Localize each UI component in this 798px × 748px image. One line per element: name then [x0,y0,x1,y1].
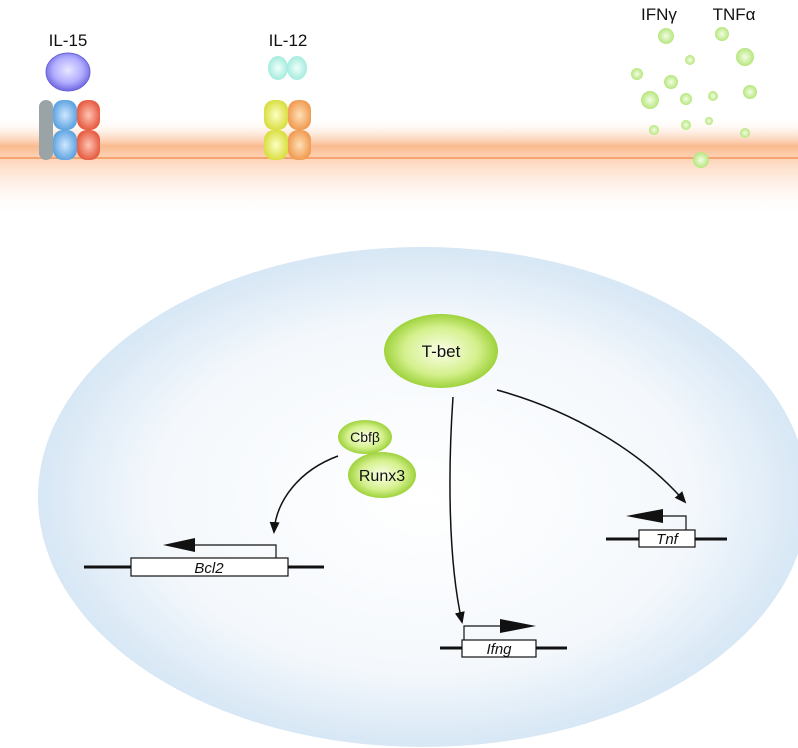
nucleus [38,247,798,747]
tbet-protein [384,314,498,388]
cytokine-dot [693,152,709,168]
cytokine-dot [685,55,695,65]
arrow-icon [496,389,687,504]
tnfa-cytokine-label: TNFα [713,5,756,24]
il12-receptor-yellow-bottom [264,130,288,160]
il12-ligand-left [268,56,288,80]
tbet-label: T-bet [422,342,461,361]
gene-box [130,557,289,577]
cytokine-dot [680,93,692,105]
cell-membrane [0,118,798,218]
gene-label: Ifng [486,641,512,658]
il15-receptor-red-top [77,100,100,130]
il15-receptor-grey-chain [39,100,53,160]
cytokine-dot [708,91,718,101]
cytokine-dot [740,128,750,138]
cytokine-particles [631,27,757,168]
cbfb-label: Cbfβ [350,429,380,445]
il15-ligand [45,52,91,92]
cytokine-dot [631,68,643,80]
il12-label: IL-12 [269,31,308,50]
arrow-icon [269,455,339,534]
ifng-cytokine-label: IFNγ [641,5,677,24]
promoter-arrow-icon [463,625,500,640]
runx3-label: Runx3 [359,468,405,485]
cytokine-dot [743,85,757,99]
gene-tnf: Tnf [606,509,727,548]
il15-label: IL-15 [49,31,88,50]
il12-receptor-complex [264,56,311,160]
gene-label: Tnf [656,531,680,548]
il12-receptor-orange-top [288,100,311,130]
gene-box [638,529,696,548]
cytokine-dot [715,27,729,41]
il15-receptor-blue-bottom [53,130,77,160]
cbfb-protein [338,420,392,454]
cytokine-dot [681,120,691,130]
promoter-arrow-icon [663,515,687,530]
arrow-icon [449,396,465,624]
cytokine-dot [641,91,659,109]
cytokine-dot [705,117,713,125]
promoter-arrow-icon [195,544,277,558]
runx3-protein [348,452,416,498]
gene-label: Bcl2 [194,560,224,577]
gene-bcl2: Bcl2 [84,538,324,577]
promoter-arrow-icon [163,538,195,552]
cytokine-dot [736,48,754,66]
il12-receptor-orange-bottom [288,130,311,160]
gene-box [461,639,537,658]
promoter-arrow-icon [626,509,663,523]
cytokine-dot [664,75,678,89]
gene-ifng: Ifng [440,619,567,658]
cytokine-dot [658,28,674,44]
il15-receptor-red-bottom [77,130,100,160]
promoter-arrow-icon [500,619,536,633]
il12-ligand-right [287,56,307,80]
cytokine-dot [649,125,659,135]
il15-receptor-blue-top [53,100,77,130]
il12-receptor-yellow-top [264,100,288,130]
il15-receptor-complex [39,52,100,160]
